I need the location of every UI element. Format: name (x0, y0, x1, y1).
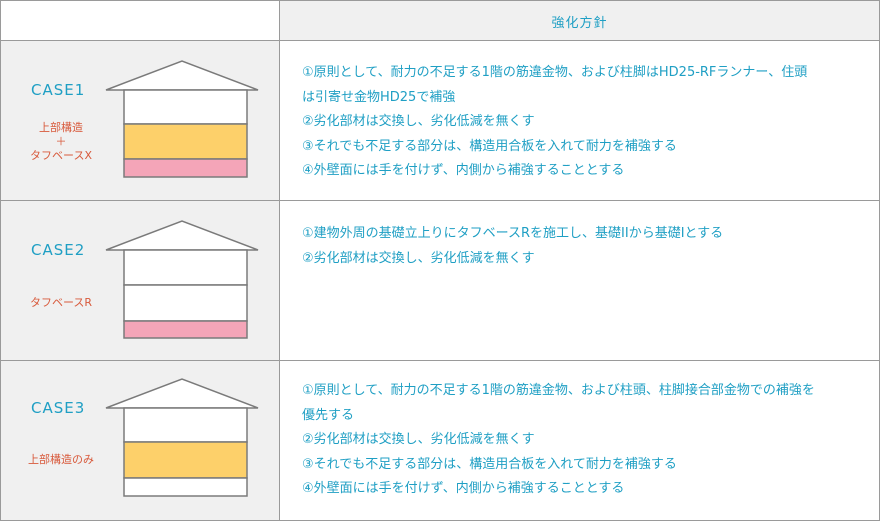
house-floor-1 (123, 123, 248, 160)
case3-plan: ①原則として、耐力の不足する1階の筋違金物、および柱頭、柱脚接合部金物での補強を… (302, 379, 815, 502)
plan-line: ②劣化部材は交換し、劣化低減を無くす (302, 250, 535, 266)
case1-plan: ①原則として、耐力の不足する1階の筋違金物、および柱脚はHD25-RFランナー、… (302, 61, 807, 184)
house-floor-1 (123, 284, 248, 322)
case1-label-line: タフベースX (30, 149, 92, 162)
house-roof (105, 60, 259, 91)
case3-cell: CASE3 上部構造のみ (0, 360, 280, 521)
plan-line: ①建物外周の基礎立上りにタフベースRを施工し、基礎IIから基礎Iとする (302, 226, 724, 241)
case3-plan-cell: ①原則として、耐力の不足する1階の筋違金物、および柱頭、柱脚接合部金物での補強を… (279, 360, 880, 521)
case1-title: CASE1 (31, 81, 86, 99)
house-roof (105, 220, 259, 251)
house-floor-1 (123, 441, 248, 479)
case1-label-line: 上部構造 (39, 121, 83, 134)
plan-line: ③それでも不足する部分は、構造用合板を入れて耐力を補強する (302, 138, 677, 154)
case3-label-line: 上部構造のみ (28, 453, 94, 466)
case1-plan-cell: ①原則として、耐力の不足する1階の筋違金物、および柱脚はHD25-RFランナー、… (279, 40, 880, 201)
house-floor-2 (123, 89, 248, 125)
case3-label: 上部構造のみ (15, 453, 107, 467)
case2-plan-cell: ①建物外周の基礎立上りにタフベースRを施工し、基礎IIから基礎Iとする ②劣化部… (279, 200, 880, 361)
plan-line: は引寄せ金物HD25で補強 (302, 89, 456, 105)
case3-house-icon (105, 378, 259, 497)
plan-line: ①原則として、耐力の不足する1階の筋違金物、および柱脚はHD25-RFランナー、… (302, 65, 808, 80)
house-floor-2 (123, 249, 248, 286)
case3-title: CASE3 (31, 399, 86, 417)
plan-line: ④外壁面には手を付けず、内側から補強することとする (302, 163, 625, 178)
house-roof (105, 378, 259, 409)
house-foundation (123, 320, 248, 339)
case1-cell: CASE1 上部構造 ＋ タフベースX (0, 40, 280, 201)
case2-label-line: タフベースR (29, 296, 93, 309)
case2-plan: ①建物外周の基礎立上りにタフベースRを施工し、基礎IIから基礎Iとする ②劣化部… (302, 222, 723, 271)
case2-title: CASE2 (31, 241, 86, 259)
header-right-cell: 強化方針 (279, 0, 880, 41)
case1-house-icon (105, 60, 259, 178)
header-left-cell (0, 0, 280, 41)
case1-label-line: ＋ (55, 135, 67, 148)
house-foundation (123, 158, 248, 178)
case2-cell: CASE2 タフベースR (0, 200, 280, 361)
plan-line: ③それでも不足する部分は、構造用合板を入れて耐力を補強する (302, 456, 677, 472)
plan-line: ④外壁面には手を付けず、内側から補強することとする (302, 481, 625, 496)
column-heading: 強化方針 (551, 16, 608, 31)
case2-house-icon (105, 220, 259, 339)
plan-line: ①原則として、耐力の不足する1階の筋違金物、および柱頭、柱脚接合部金物での補強を (302, 383, 815, 398)
plan-line: ②劣化部材は交換し、劣化低減を無くす (302, 114, 535, 129)
house-foundation (123, 477, 248, 497)
case2-label: タフベースR (19, 296, 103, 310)
case1-label: 上部構造 ＋ タフベースX (19, 121, 103, 163)
plan-line: ②劣化部材は交換し、劣化低減を無くす (302, 432, 535, 447)
house-floor-2 (123, 407, 248, 443)
plan-line: 優先する (302, 407, 355, 423)
